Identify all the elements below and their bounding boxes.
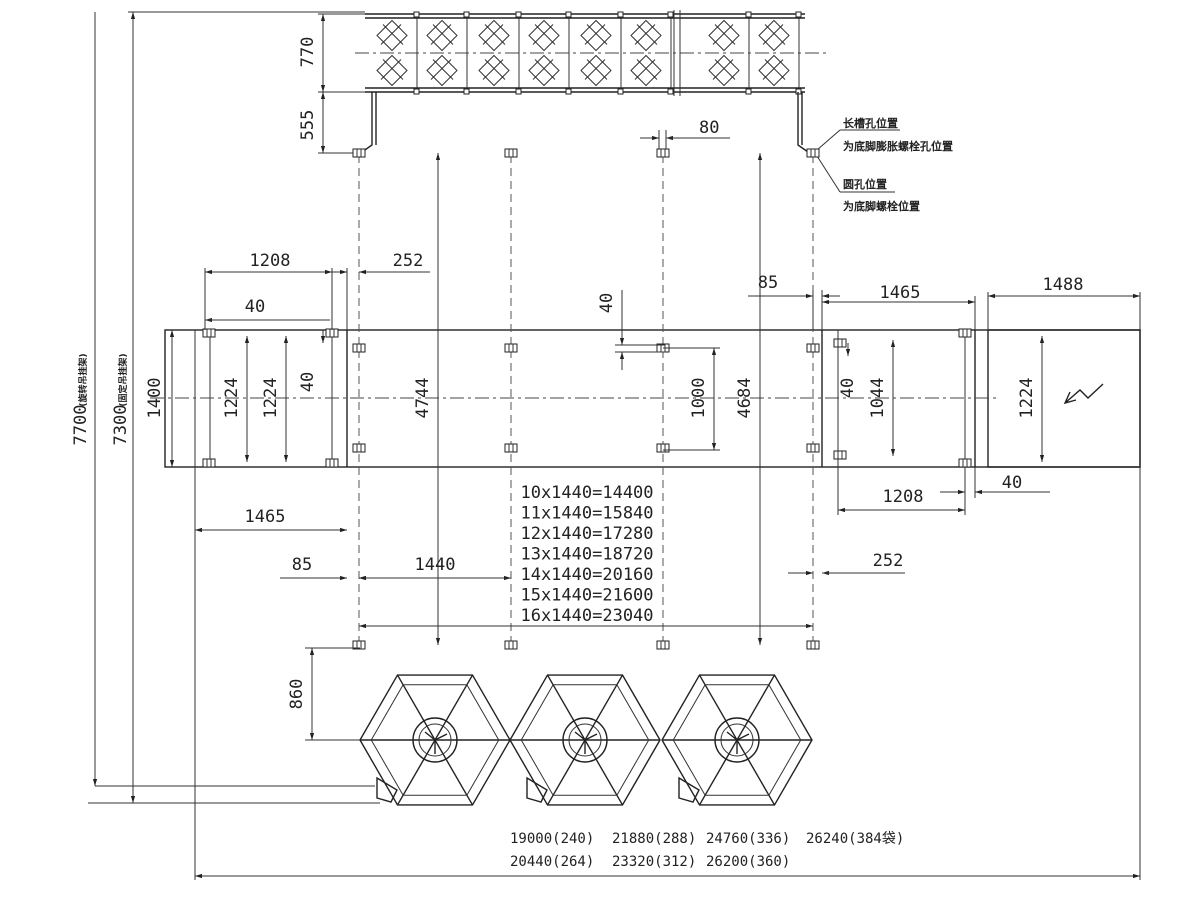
bolt-pad <box>958 458 972 468</box>
dim-1224-right: 1224 <box>1017 378 1037 419</box>
bolt-pad <box>504 443 518 453</box>
truss-panel <box>630 11 674 95</box>
dim-85-left: 85 <box>292 555 312 575</box>
length-table-row: 10x1440=14400 <box>520 483 653 503</box>
overall-length-r1-1: 21880(288) <box>612 831 696 847</box>
dim-7700-note: (旋转吊挂架) <box>77 353 89 406</box>
dim-40-right-bottom: 40 <box>1002 473 1022 493</box>
hexagon-fan-unit <box>359 674 511 806</box>
bolt-pad <box>325 328 339 338</box>
length-table-row: 15x1440=21600 <box>520 586 653 606</box>
dim-1224-b: 1224 <box>261 378 281 419</box>
dim-40-vert-right: 40 <box>838 378 858 398</box>
bolt-pad <box>352 343 366 353</box>
bolt-pad <box>202 328 216 338</box>
length-table-row: 12x1440=17280 <box>520 524 653 544</box>
bolt-pad <box>806 343 820 353</box>
length-table-row: 11x1440=15840 <box>520 504 653 524</box>
overall-length-r1-3: 26240(384袋) <box>806 831 904 847</box>
length-table-row: 14x1440=20160 <box>520 565 653 585</box>
bolt-pad <box>806 443 820 453</box>
overall-length-labels: 19000(240) 21880(288) 24760(336) 26240(3… <box>510 831 904 870</box>
dim-770: 770 <box>298 37 318 68</box>
plan-view <box>150 148 1141 880</box>
truss-panels <box>376 11 802 95</box>
dim-1000: 1000 <box>689 378 709 419</box>
length-table-row: 13x1440=18720 <box>520 545 653 565</box>
dim-80-group: 80 <box>640 118 730 150</box>
truss-elevation <box>355 10 830 153</box>
hole-notes: 长槽孔位置 为底脚膨胀螺栓孔位置 圆孔位置 为底脚螺栓位置 <box>816 116 953 213</box>
length-table-row: 16x1440=23040 <box>520 606 653 626</box>
dim-1440: 1440 <box>415 555 456 575</box>
dim-40-left: 40 <box>245 297 265 317</box>
bolt-pad <box>202 458 216 468</box>
overall-length-r2-0: 20440(264) <box>510 854 594 870</box>
overall-length-r2-1: 23320(312) <box>612 854 696 870</box>
bolt-pad <box>504 148 518 158</box>
note-slot-hole-desc: 为底脚膨胀螺栓孔位置 <box>843 139 953 153</box>
bolt-pad <box>504 343 518 353</box>
bolt-pad <box>806 148 820 158</box>
note-slot-hole: 长槽孔位置 <box>843 116 898 130</box>
truss-panel <box>478 11 522 95</box>
dim-252-right: 252 <box>873 551 904 571</box>
hexagon-fan-unit <box>661 674 813 806</box>
truss-panel <box>528 11 572 95</box>
fan-units <box>359 674 813 806</box>
dim-40-vert-left: 40 <box>298 372 318 392</box>
bolt-pad <box>352 443 366 453</box>
truss-panel <box>580 11 624 95</box>
dim-4684: 4684 <box>735 378 755 419</box>
dim-7300-note: (固定吊挂架) <box>117 353 129 406</box>
dim-7700: 7700 <box>71 405 91 446</box>
bolt-pad <box>656 640 670 650</box>
note-round-hole-desc: 为底脚螺栓位置 <box>843 199 920 213</box>
dim-1208-right: 1208 <box>883 487 924 507</box>
left-overall-dims: 7700 (旋转吊挂架) 7300 (固定吊挂架) <box>71 11 380 804</box>
dim-40-center: 40 <box>597 293 617 313</box>
plan-dimensions: 1208 252 40 1400 1224 1224 40 4744 40 <box>145 153 1141 880</box>
dim-252-left: 252 <box>393 251 424 271</box>
dim-1465-left: 1465 <box>245 507 286 527</box>
truss-panel <box>426 11 470 95</box>
bolt-pad <box>504 640 518 650</box>
bolt-pad <box>833 450 847 460</box>
dim-1208-left: 1208 <box>250 251 291 271</box>
dim-7300: 7300 <box>111 405 131 446</box>
top-vertical-dims: 770 555 <box>298 13 365 154</box>
truss-panel <box>376 11 420 95</box>
dim-4744: 4744 <box>413 378 433 419</box>
length-table: 10x1440=1440011x1440=1584012x1440=172801… <box>520 483 653 626</box>
overall-length-r1-2: 24760(336) <box>706 831 790 847</box>
dim-860: 860 <box>287 679 307 710</box>
dim-1488: 1488 <box>1043 275 1084 295</box>
bolt-pad <box>656 443 670 453</box>
dim-1224-a: 1224 <box>222 378 242 419</box>
dim-80: 80 <box>699 118 719 138</box>
dim-555: 555 <box>298 110 318 141</box>
bolt-pad <box>806 640 820 650</box>
bolt-pad <box>325 458 339 468</box>
note-round-hole: 圆孔位置 <box>843 177 887 191</box>
dim-1044: 1044 <box>868 378 888 419</box>
hexagon-fan-unit <box>509 674 661 806</box>
dim-85-right: 85 <box>758 273 778 293</box>
bolt-pad <box>958 328 972 338</box>
bolt-pad <box>656 148 670 158</box>
overall-length-r2-2: 26200(360) <box>706 854 790 870</box>
dim-1465-right: 1465 <box>880 283 921 303</box>
bolt-pad <box>352 148 366 158</box>
overall-length-r1-0: 19000(240) <box>510 831 594 847</box>
truss-panel <box>708 11 752 95</box>
bolt-pad <box>833 338 847 348</box>
dim-1400: 1400 <box>145 378 165 419</box>
